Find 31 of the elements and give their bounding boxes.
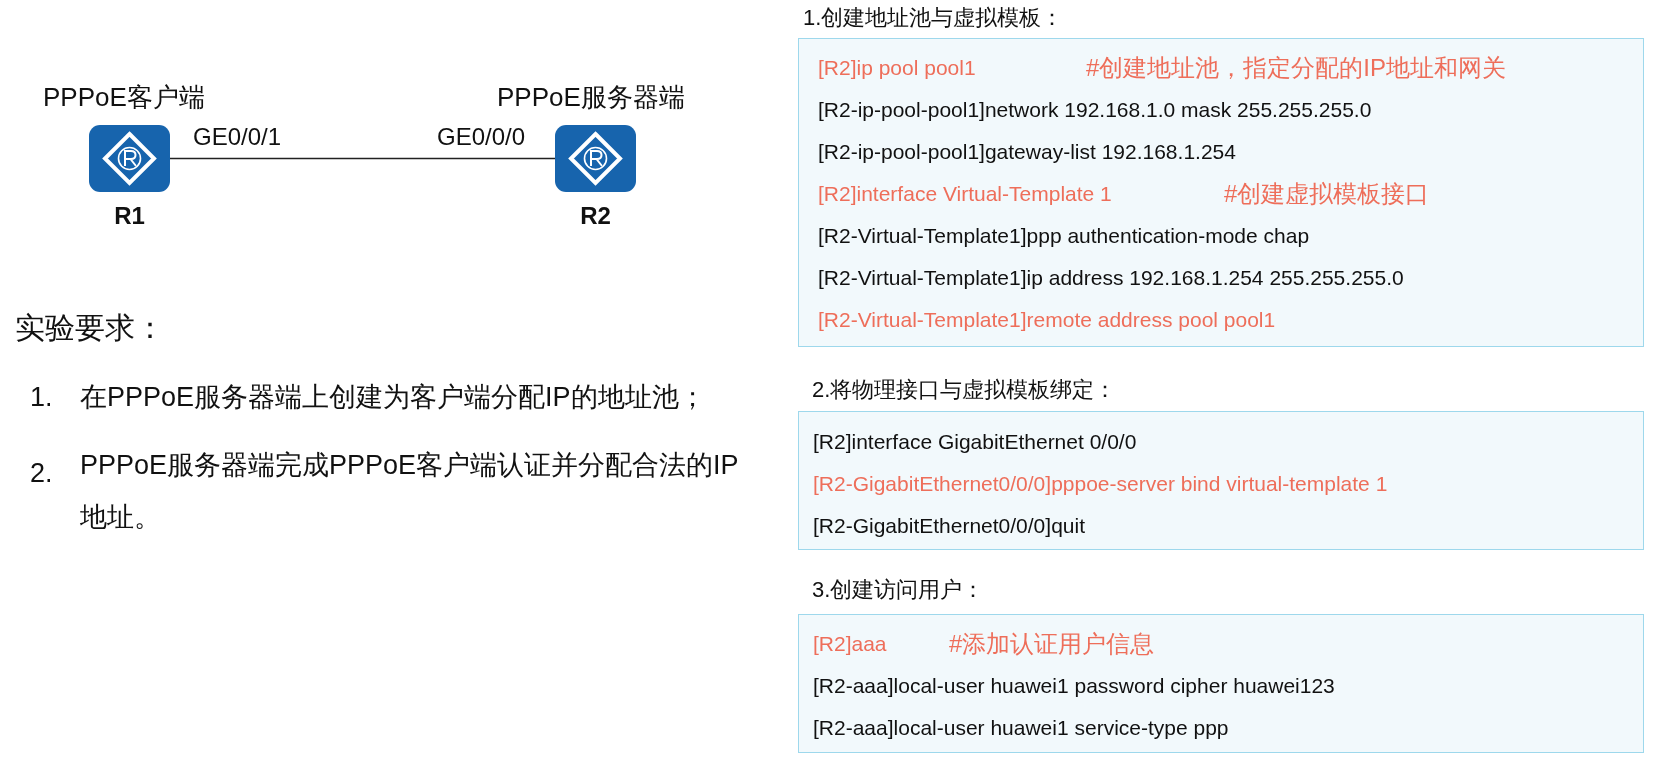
port-label: GE0/0/1 [193, 122, 282, 152]
code-comment: #创建地址池，指定分配的IP地址和网关 [1086, 53, 1507, 83]
section-heading: 2.将物理接口与虚拟模板绑定： [812, 376, 1117, 404]
command-line: [R2-ip-pool-pool1]gateway-list 192.168.1.254 [818, 140, 1236, 163]
code-comment: #添加认证用户信息 [949, 629, 1155, 659]
section-heading: 实验要求： [15, 310, 165, 346]
router-name: R2 [580, 202, 611, 230]
command-line: [R2-GigabitEthernet0/0/0]pppoe-server bind virtual-template 1 [813, 472, 1388, 495]
role-label: PPPoE服务器端 [497, 82, 685, 112]
list-number: 2. [30, 457, 53, 490]
command-line: [R2]ip pool pool1 [818, 56, 976, 79]
command-line: [R2-Virtual-Template1]ppp authentication-mode chap [818, 224, 1310, 247]
list-item: PPPoE服务器端完成PPPoE客户端认证并分配合法的IP地址。 [80, 449, 740, 534]
section-heading: 3.创建访问用户： [812, 576, 985, 604]
command-line: [R2-GigabitEthernet0/0/0]quit [813, 514, 1085, 537]
section-heading: 1.创建地址池与虚拟模板： [803, 4, 1064, 32]
command-line: [R2-aaa]local-user huawei1 service-type ppp [813, 716, 1229, 739]
command-line: [R2]aaa [813, 632, 887, 655]
command-line: [R2]interface GigabitEthernet 0/0/0 [813, 430, 1137, 453]
command-line: [R2-Virtual-Template1]remote address pool pool1 [818, 308, 1276, 331]
command-line: [R2-aaa]local-user huawei1 password cipher huawei123 [813, 674, 1335, 697]
code-comment: #创建虚拟模板接口 [1224, 179, 1430, 209]
command-line: [R2-Virtual-Template1]ip address 192.168.1.254 255.255.255.0 [818, 266, 1404, 289]
list-number: 1. [30, 381, 53, 414]
router-name: R1 [114, 202, 145, 230]
command-line: [R2-ip-pool-pool1]network 192.168.1.0 mask 255.255.255.0 [818, 98, 1372, 121]
command-line: [R2]interface Virtual-Template 1 [818, 182, 1112, 205]
link-line [169, 157, 556, 160]
list-item: 在PPPoE服务器端上创建为客户端分配IP的地址池； [80, 381, 706, 414]
port-label: GE0/0/0 [437, 122, 526, 152]
role-label: PPPoE客户端 [43, 82, 205, 112]
